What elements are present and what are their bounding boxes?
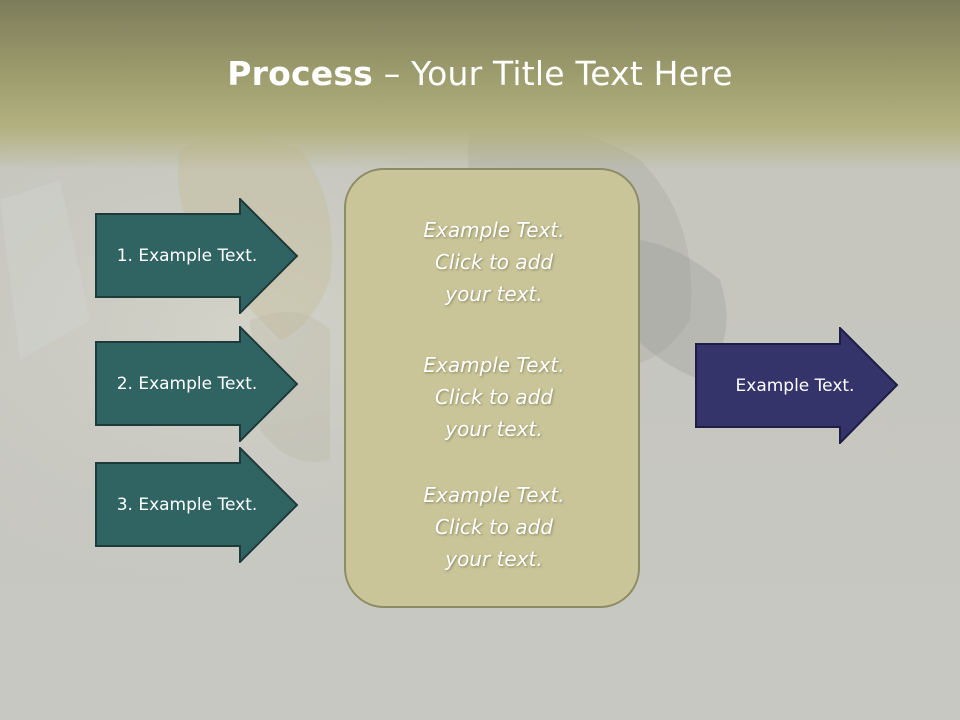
arrow-shape [95,326,299,442]
step-arrow-1[interactable]: 1. Example Text. [95,198,299,314]
step-arrow-2[interactable]: 2. Example Text. [95,326,299,442]
output-arrow[interactable]: Example Text. [695,327,899,444]
step-arrow-3[interactable]: 3. Example Text. [95,447,299,563]
step-label-1: 1. Example Text. [116,246,258,266]
center-content-box[interactable]: Example Text. Click to add your text. Ex… [344,168,640,608]
title-rest: – Your Title Text Here [373,54,733,93]
box-item-3[interactable]: Example Text. Click to add your text. [423,483,565,571]
step-label-2: 2. Example Text. [116,374,258,394]
slide-title: Process – Your Title Text Here [0,52,960,96]
arrow-shape [695,327,899,444]
step-label-3: 3. Example Text. [116,495,258,515]
arrow-shape [95,447,299,563]
box-item-1[interactable]: Example Text. Click to add your text. [423,218,565,306]
title-bold: Process [227,54,374,93]
box-item-2[interactable]: Example Text. Click to add your text. [423,353,565,441]
arrow-shape [95,198,299,314]
output-label: Example Text. [735,375,855,396]
header-band [0,0,960,170]
